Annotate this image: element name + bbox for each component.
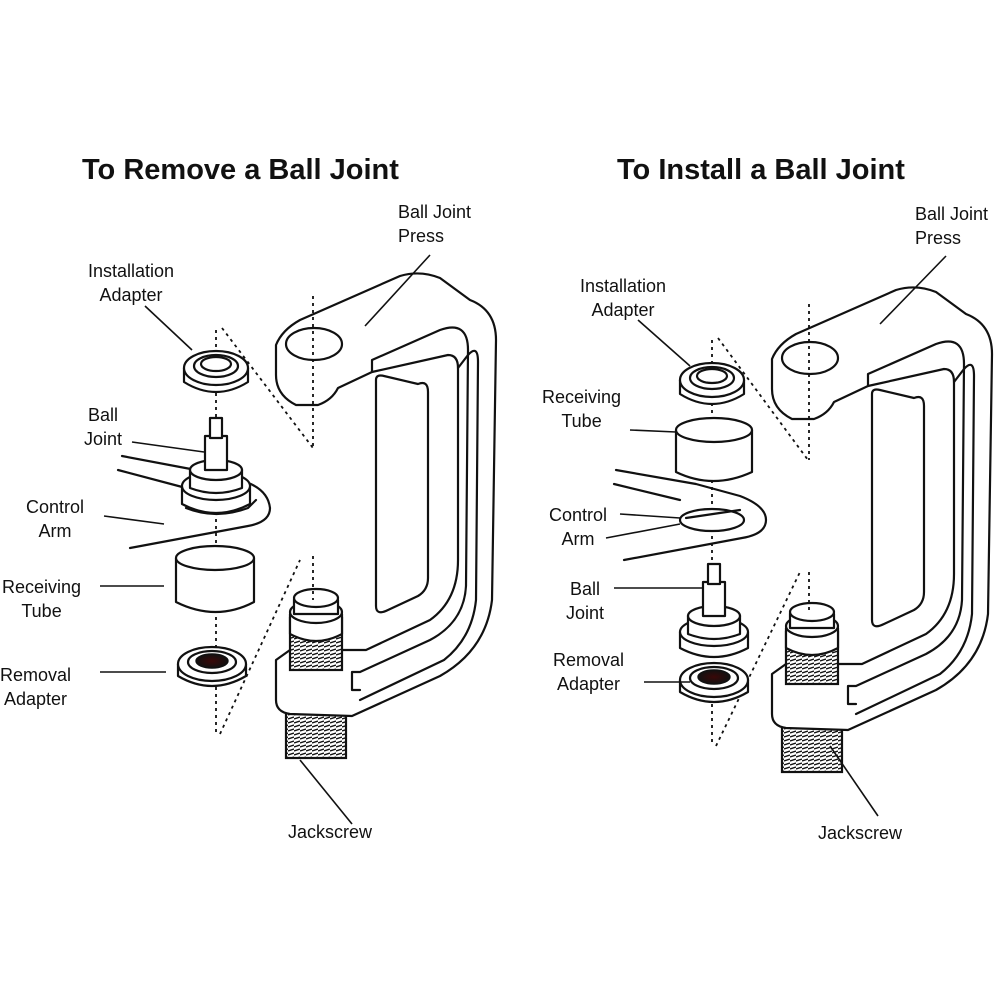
label-installation-adapter: Installation Adapter [580,276,667,320]
leader-jackscrew [299,759,353,825]
receiving-tube [174,544,256,614]
leader-installation-adapter [144,305,193,351]
removal-adapter [176,645,248,687]
label-control-arm: Control Arm [549,505,608,549]
label-installation-adapter: Installation Adapter [88,261,175,305]
leader-receiving-tube [629,429,677,433]
ball-joint-press [274,272,498,760]
remove-title: To Remove a Ball Joint [82,154,399,186]
leader-control-arm [103,515,165,525]
leader-control-arm-2 [605,523,681,539]
label-ball-joint-press: Ball Joint Press [398,202,472,246]
label-removal-adapter: Removal Adapter [553,650,625,694]
leader-jackscrew [829,745,879,817]
label-ball-joint-press: Ball Joint Press [915,204,989,248]
install-title: To Install a Ball Joint [617,154,905,186]
control-arm [612,468,768,562]
ball-joint-press [770,286,994,774]
ball-joint [678,562,750,658]
installation-adapter [678,361,746,405]
alignment-line-top [717,337,809,461]
leader-press [879,255,947,325]
leader-ball-joint [131,441,205,453]
label-receiving-tube: Receiving Tube [542,387,622,431]
leader-control-arm [619,513,681,519]
label-removal-adapter: Removal Adapter [0,665,72,709]
ball-joint [180,416,252,514]
label-jackscrew: Jackscrew [818,823,903,843]
installation-adapter [182,349,250,393]
receiving-tube [674,416,754,483]
leader-installation-adapter [637,319,691,367]
label-jackscrew: Jackscrew [288,822,373,842]
label-ball-joint: Ball Joint [566,579,605,623]
leader-press [364,254,431,327]
label-control-arm: Control Arm [26,497,85,541]
label-ball-joint: Ball Joint [84,405,123,449]
alignment-line-bottom [715,571,801,747]
removal-adapter [678,661,750,703]
label-receiving-tube: Receiving Tube [2,577,82,621]
